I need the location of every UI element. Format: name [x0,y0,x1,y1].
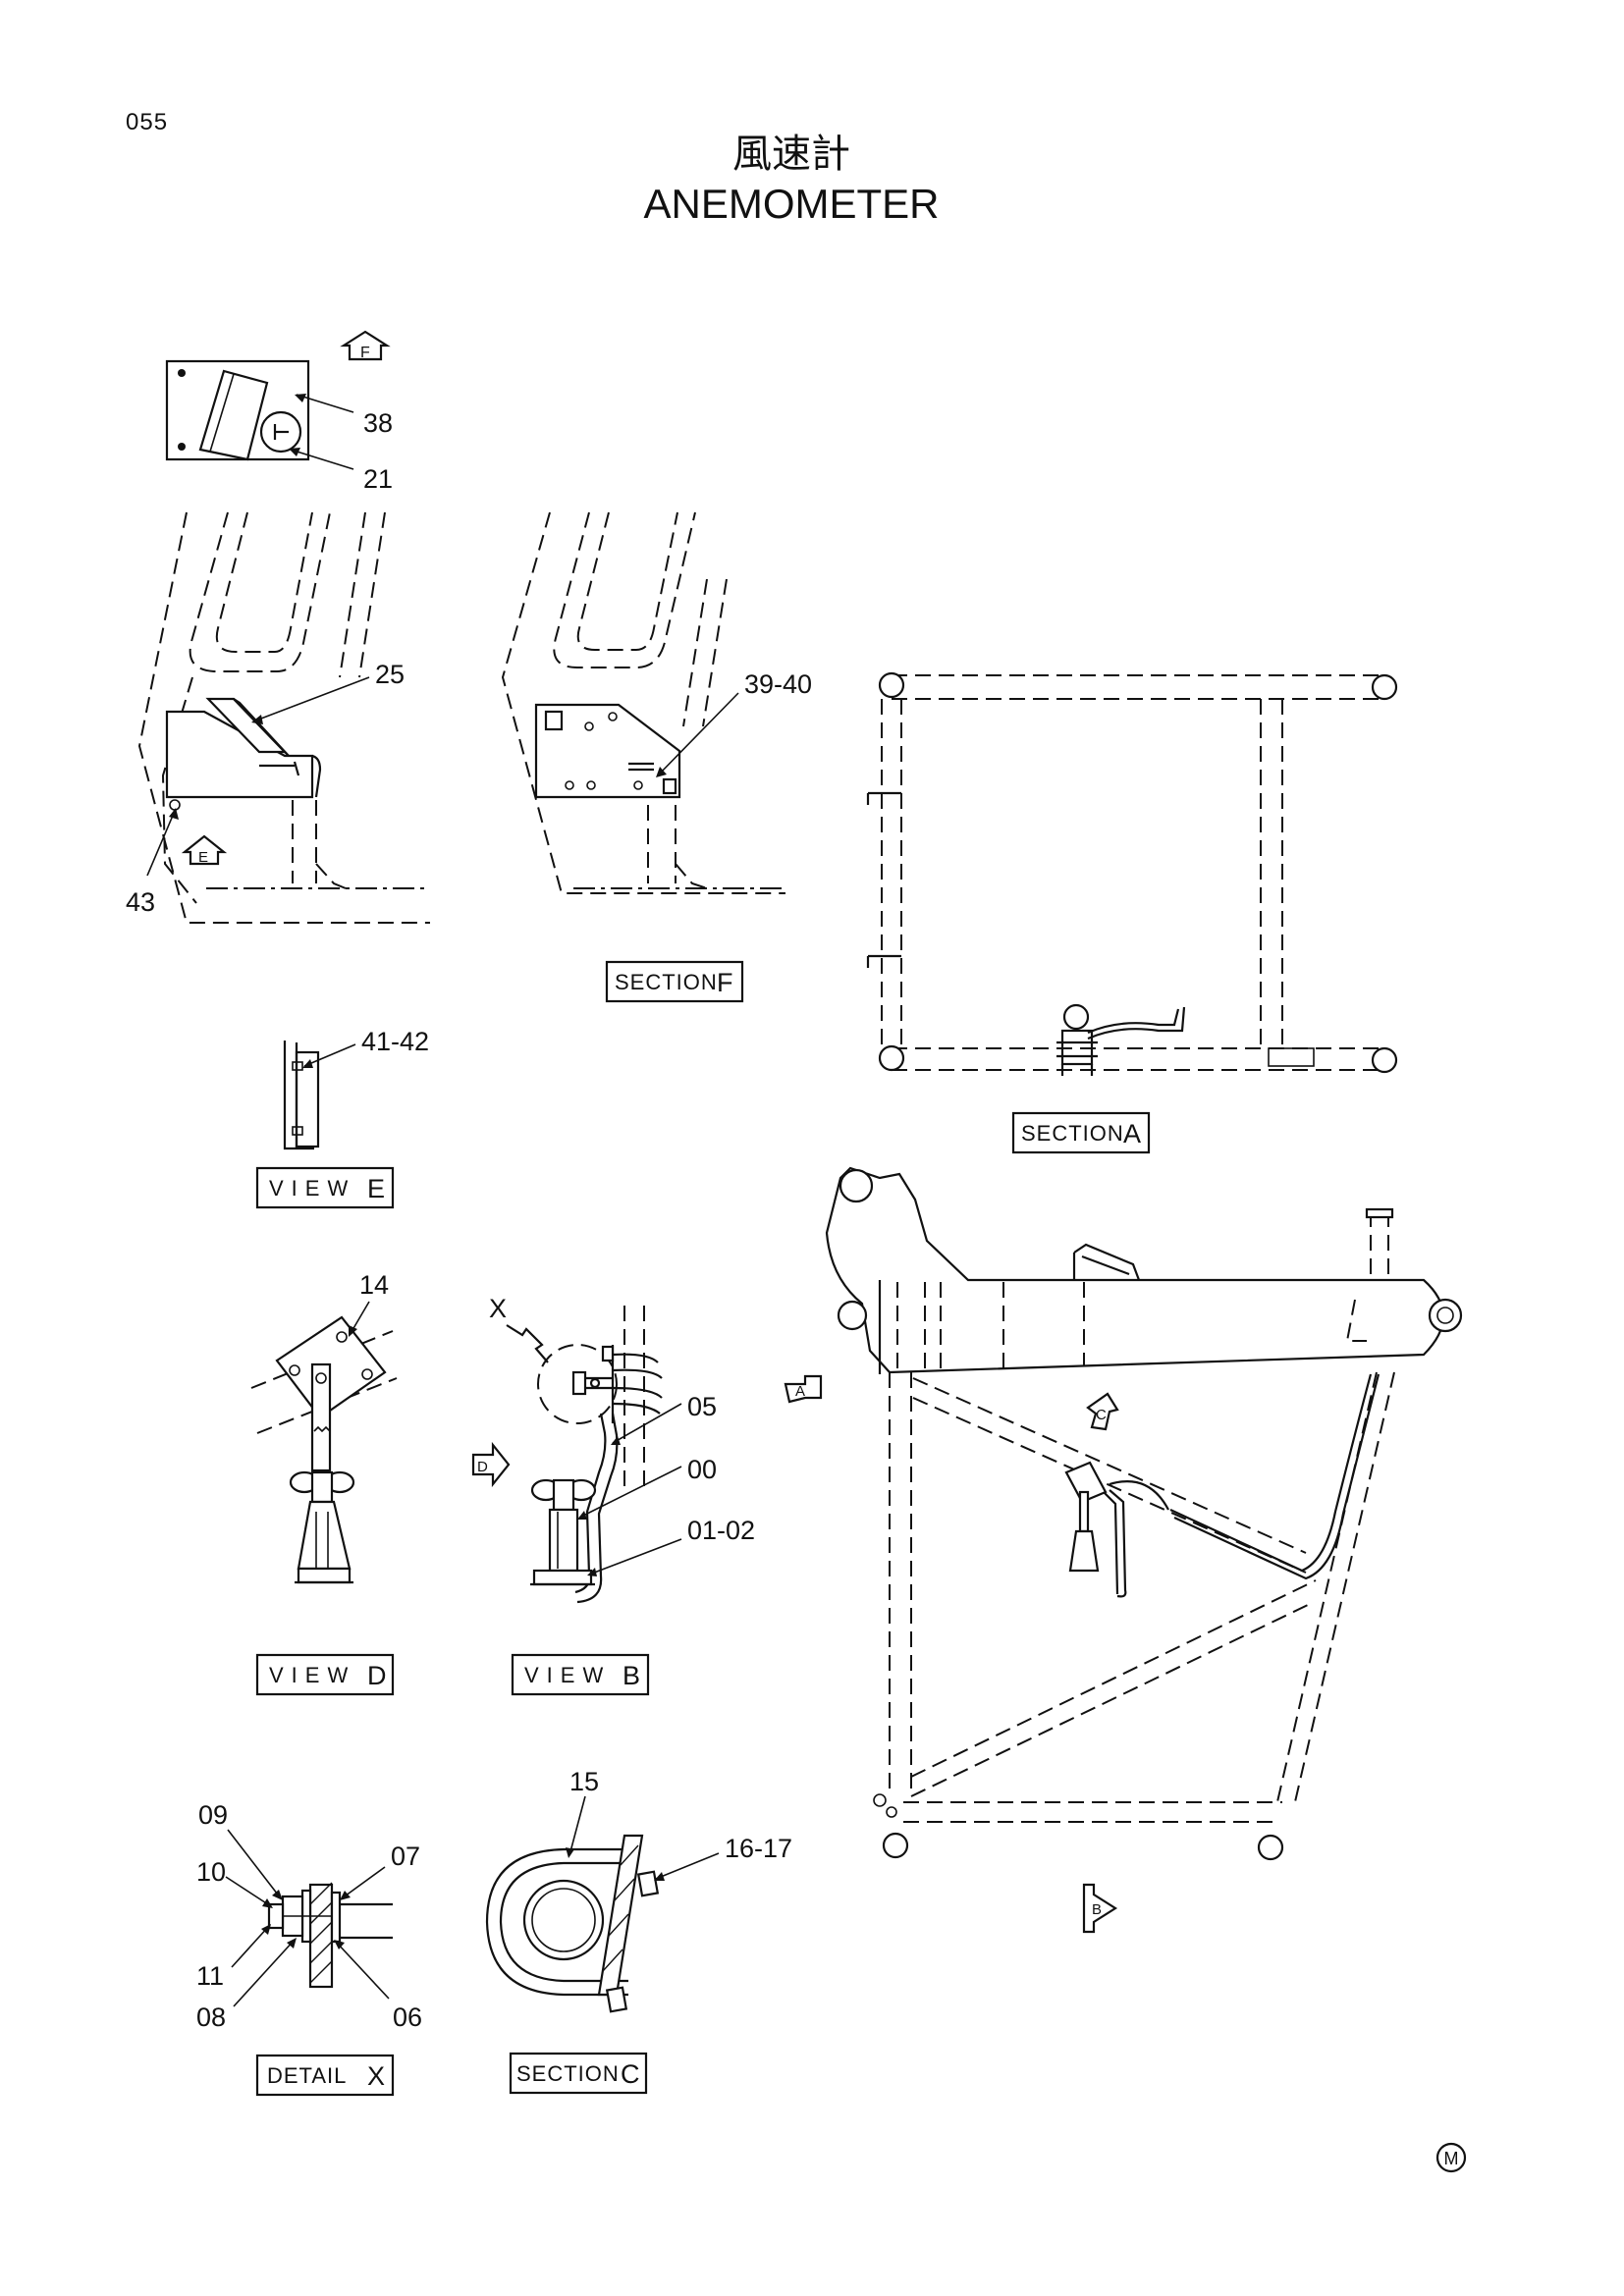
view-d-drawing [250,1315,398,1584]
label-detail-x: DETAIL X [255,2054,395,2097]
label-section-a: SECTION A [1011,1111,1151,1154]
view-e-letter: E [367,1174,385,1203]
marker-section-c: C [1086,1392,1119,1431]
detail-x-letter: X [367,2061,385,2091]
section-c-letter: C [621,2059,640,2089]
part-05: 05 [687,1392,717,1421]
view-b-letter: B [623,1661,640,1690]
marker-x: X [489,1294,507,1323]
view-d-text: VIEW [269,1663,355,1687]
part-11: 11 [196,1961,224,1991]
section-a-frame [866,671,1398,1076]
part-01-02: 01-02 [687,1516,755,1545]
title-english: ANEMOMETER [643,181,939,227]
part-25: 25 [375,660,405,689]
leader-01-02: 01-02 [587,1516,755,1576]
label-section-c: SECTION C [509,2052,648,2095]
leader-16-17: 16-17 [654,1834,792,1881]
label-view-b: VIEW B [511,1653,650,1696]
title-japanese: 風速計 [732,133,850,176]
marker-f-letter: F [360,345,370,361]
leader-41-42: 41-42 [302,1027,429,1068]
section-a-text: SECTION [1021,1121,1124,1146]
part-10: 10 [196,1857,226,1887]
part-07: 07 [391,1842,420,1871]
section-f-drawing [501,511,785,894]
leader-00: 00 [577,1455,717,1520]
marker-view-b: B [1082,1883,1118,1934]
view-d-letter: D [367,1661,387,1690]
detail-x-drawing [267,1882,393,1989]
part-16-17: 16-17 [725,1834,792,1863]
section-f-text: SECTION [615,970,718,994]
part-15: 15 [569,1767,599,1796]
m-mark: M [1435,2142,1467,2173]
bracket-box-front [165,697,322,811]
boom-assembly [825,1166,1463,1861]
marker-a-letter: A [795,1383,805,1400]
view-e-text: VIEW [269,1176,355,1201]
part-06: 06 [393,2002,422,2032]
part-21: 21 [363,464,393,494]
part-08: 08 [196,2002,226,2032]
view-b-drawing [506,1306,663,1604]
marker-c-letter: C [1096,1407,1107,1423]
marker-view-f: F [340,330,391,361]
part-00: 00 [687,1455,717,1484]
leader-43: 43 [126,808,179,917]
part-41-42: 41-42 [361,1027,429,1056]
leader-21: 21 [289,448,393,494]
section-c-drawing [485,1834,660,2013]
leader-39-40: 39-40 [656,669,812,777]
part-09: 09 [198,1800,228,1830]
part-43: 43 [126,887,155,917]
leaders-detail-x: 09 10 11 08 07 06 [196,1800,422,2032]
label-view-e: VIEW E [255,1166,395,1209]
section-f-letter: F [717,968,733,997]
m-mark-letter: M [1444,2149,1459,2168]
marker-view-a: A [784,1374,823,1404]
leader-05: 05 [611,1392,717,1445]
marker-b-letter: B [1092,1901,1102,1918]
leader-38: 38 [295,394,393,438]
view-e-drawing [283,1041,320,1150]
part-14: 14 [359,1270,389,1300]
leader-14: 14 [349,1270,389,1337]
marker-d-letter: D [477,1459,488,1475]
section-c-text: SECTION [516,2061,620,2086]
leader-25: 25 [251,660,405,724]
label-section-f: SECTION F [605,960,744,1003]
part-39-40: 39-40 [744,669,812,699]
cab-outline-left [137,511,430,924]
marker-view-d: D [471,1441,511,1488]
page-number: 055 [126,109,168,135]
section-a-letter: A [1123,1119,1141,1148]
view-b-text: VIEW [524,1663,611,1687]
part-38: 38 [363,408,393,438]
view-f-plate [165,359,310,461]
marker-view-e: E [181,834,228,866]
leader-15: 15 [566,1767,599,1858]
label-view-d: VIEW D [255,1653,395,1696]
detail-x-text: DETAIL [267,2063,347,2088]
marker-e-letter: E [198,849,208,866]
